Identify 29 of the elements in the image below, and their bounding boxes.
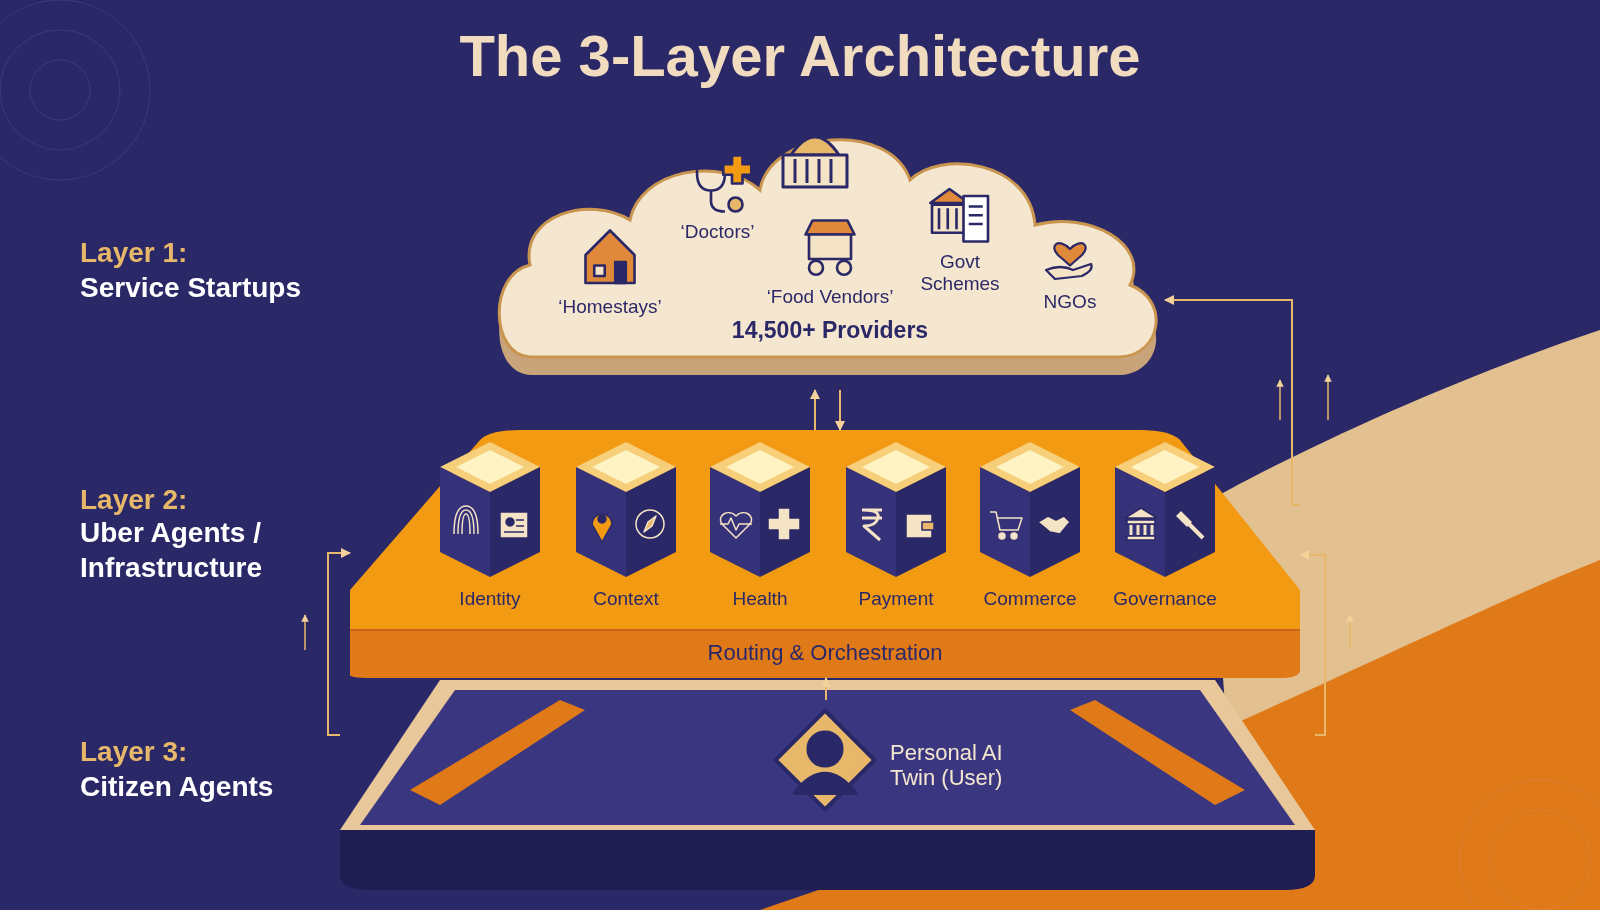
band-label: Routing & Orchestration <box>706 640 944 666</box>
arrow <box>821 677 831 701</box>
arrow <box>810 389 820 431</box>
arrow <box>835 389 845 431</box>
provider-count: 14,500+ Providers <box>730 317 930 344</box>
module-label: Commerce <box>982 588 1078 610</box>
layer-number: Layer 2: <box>80 483 189 517</box>
provider-label: Govt Schemes <box>919 251 1001 295</box>
module-label: Payment <box>857 588 935 610</box>
arrow <box>1299 550 1326 736</box>
provider-label: ‘Food Vendors’ <box>765 286 895 308</box>
layer-title: Service Startups <box>80 271 302 305</box>
layer-number: Layer 1: <box>80 236 189 270</box>
module-label: Identity <box>458 588 522 610</box>
platform-layer <box>350 430 1300 678</box>
module-label: Health <box>731 588 789 610</box>
arrow <box>327 548 351 736</box>
module-label: Governance <box>1112 588 1218 610</box>
provider-label: NGOs <box>1042 291 1098 313</box>
agent-label: Personal AI Twin (User) <box>890 740 1004 791</box>
title: The 3-Layer Architecture <box>458 22 1142 89</box>
layer-title: Citizen Agents <box>80 770 275 804</box>
provider-label: ‘Doctors’ <box>679 221 756 243</box>
module-label: Context <box>592 588 660 610</box>
base-platform <box>340 680 1315 890</box>
provider-label: ‘Homestays’ <box>557 296 663 318</box>
layer-title: Uber Agents / Infrastructure <box>80 516 264 585</box>
layer-number: Layer 3: <box>80 735 189 769</box>
arrow <box>1164 295 1301 506</box>
